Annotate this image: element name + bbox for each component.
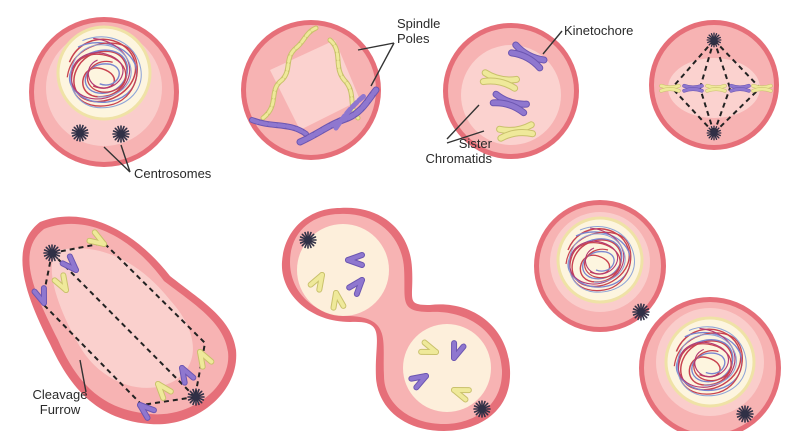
centrosomes-label: Centrosomes xyxy=(134,166,212,181)
chromosome-yellow xyxy=(500,125,533,138)
cleavage-furrow-label: Cleavage Furrow xyxy=(20,387,100,417)
chromosome-yellow xyxy=(751,83,773,93)
cell-prophase xyxy=(241,20,381,160)
chromosome-strands xyxy=(249,25,380,146)
centrosome-icon xyxy=(299,231,317,249)
centrosome-icon xyxy=(706,125,722,141)
centrosome-icon xyxy=(736,405,754,423)
centrosome-icon xyxy=(71,124,89,142)
spindle-poles-line-1: Spindle xyxy=(397,16,441,31)
centrosome-icon xyxy=(187,388,205,406)
daughter-cell-bottom xyxy=(639,297,781,431)
daughter-cell-top xyxy=(534,200,666,332)
spindle-poles-label: Spindle Poles xyxy=(397,16,467,46)
centrosome-icon xyxy=(706,32,722,48)
cleavage-furrow-line-2: Furrow xyxy=(39,402,81,417)
centrosome-icon xyxy=(43,244,61,262)
spindle-fibers xyxy=(671,39,761,134)
chromosome-yellow xyxy=(705,83,727,93)
cell-interphase xyxy=(29,17,179,167)
spindle-poles-line-2: Poles xyxy=(397,31,430,46)
leader-lines xyxy=(79,30,563,393)
sister-chromatids-label: Sister Chromatids xyxy=(402,136,492,166)
nucleus-forming xyxy=(403,324,491,412)
cell-metaphase xyxy=(649,20,779,150)
centrosome-icon xyxy=(473,400,491,418)
nucleus-forming xyxy=(297,224,389,316)
centrosome-icon xyxy=(632,303,650,321)
kinetochore-label: Kinetochore xyxy=(564,23,634,38)
sister-chromatids-line-2: Chromatids xyxy=(425,151,492,166)
chromosome-purple xyxy=(729,83,751,93)
cell-telophase xyxy=(281,207,511,431)
chromosome-purple xyxy=(682,83,704,93)
cell-prometaphase xyxy=(443,23,579,159)
chromosome-yellow xyxy=(659,83,681,93)
sister-chromatids-line-1: Sister xyxy=(458,136,492,151)
spindle-fibers xyxy=(40,241,207,407)
cleavage-furrow-line-1: Cleavage xyxy=(32,387,88,402)
cell-anaphase xyxy=(22,216,237,425)
centrosome-icon xyxy=(112,125,130,143)
